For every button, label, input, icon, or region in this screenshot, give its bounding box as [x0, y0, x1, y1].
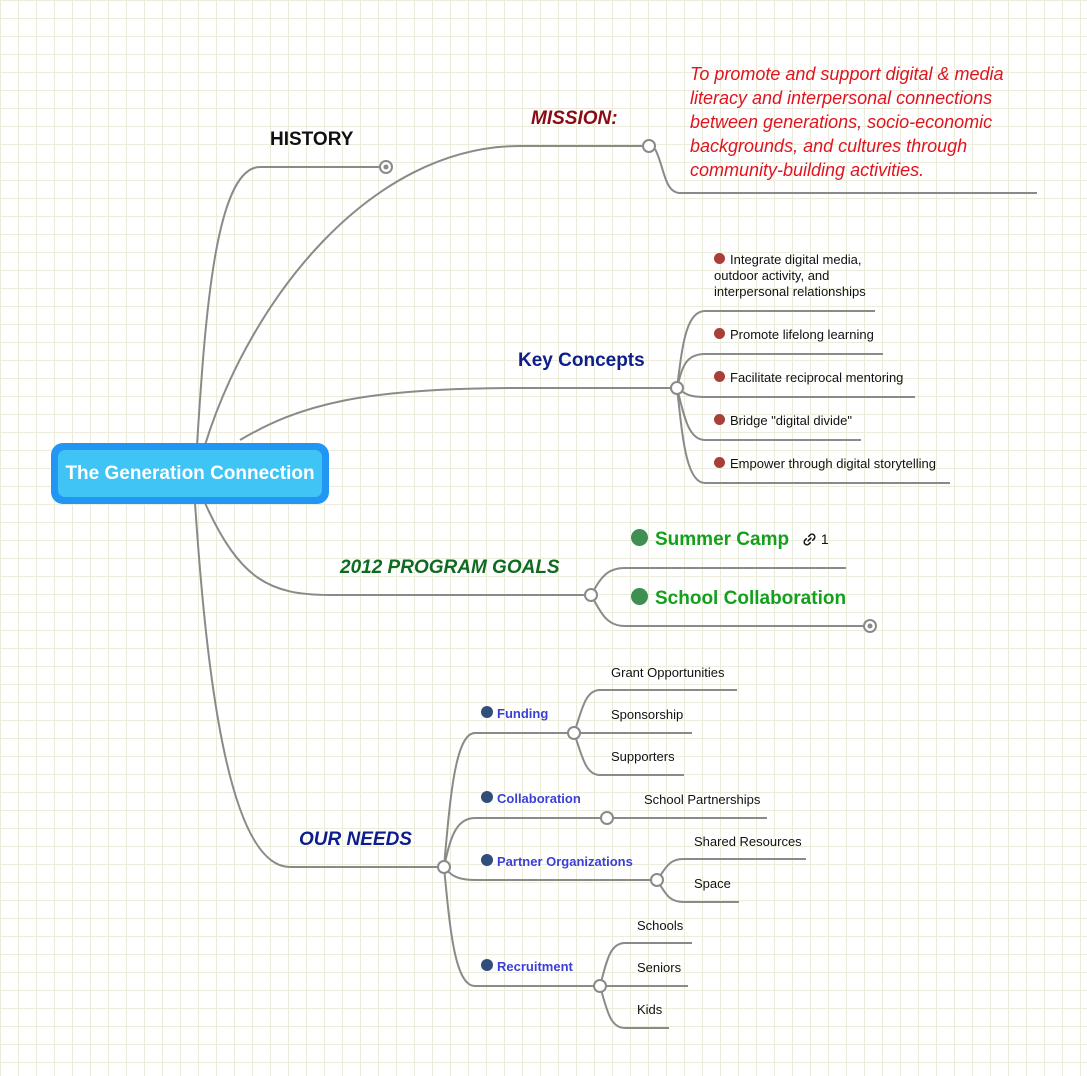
bullet-dot-icon — [481, 854, 493, 866]
leaf-space[interactable]: Space — [694, 876, 731, 891]
bullet-dot-icon — [714, 371, 725, 382]
leaf-schools[interactable]: Schools — [637, 918, 684, 933]
link-badge[interactable]: 1 — [802, 531, 829, 547]
link-count: 1 — [820, 531, 829, 547]
collapse-handle-collaboration — [600, 811, 614, 825]
connector-concept-5 — [676, 387, 950, 484]
connector-concept-4 — [676, 387, 861, 441]
need-recruitment[interactable]: Recruitment — [481, 959, 573, 974]
collapse-handle-mission — [642, 139, 656, 153]
connector-needs — [194, 502, 438, 868]
topic-our-needs[interactable]: OUR NEEDS — [299, 829, 412, 850]
topic-mission[interactable]: MISSION: — [531, 108, 618, 129]
collapse-handle-key-concepts — [670, 381, 684, 395]
connector-concept-1 — [676, 310, 875, 389]
connector-concept-3 — [676, 387, 915, 398]
goal-school-collaboration[interactable]: School Collaboration — [631, 588, 846, 610]
bullet-dot-icon — [631, 529, 648, 546]
link-icon — [803, 533, 816, 546]
leaf-supporters[interactable]: Supporters — [611, 749, 675, 764]
connector-recruitment-1 — [599, 942, 692, 987]
collapse-handle-funding — [567, 726, 581, 740]
connector-funding-3 — [573, 732, 684, 776]
bullet-dot-icon — [714, 457, 725, 468]
leaf-kids[interactable]: Kids — [637, 1002, 663, 1017]
concept-item[interactable]: Facilitate reciprocal mentoring — [714, 370, 903, 386]
bullet-dot-icon — [714, 328, 725, 339]
need-funding[interactable]: Funding — [481, 706, 548, 721]
goal-summer-camp[interactable]: Summer Camp — [631, 529, 789, 551]
collapse-handle-partners — [650, 873, 664, 887]
connector-mission-text — [654, 148, 1037, 194]
leaf-seniors[interactable]: Seniors — [637, 960, 682, 975]
bullet-dot-icon — [714, 414, 725, 425]
connector-funding — [443, 732, 568, 868]
collapse-handle-needs — [437, 860, 451, 874]
concept-item[interactable]: Bridge "digital divide" — [714, 413, 852, 429]
concept-item[interactable]: Integrate digital media, outdoor activit… — [714, 252, 866, 299]
leaf-school-partnerships[interactable]: School Partnerships — [644, 792, 761, 807]
leaf-sponsorship[interactable]: Sponsorship — [611, 707, 684, 722]
topic-history[interactable]: HISTORY — [270, 129, 354, 150]
connector-goals — [204, 502, 585, 596]
concept-item[interactable]: Promote lifelong learning — [714, 327, 874, 343]
central-topic-title: The Generation Connection — [58, 450, 322, 497]
need-partner-organizations[interactable]: Partner Organizations — [481, 854, 633, 869]
central-topic[interactable]: The Generation Connection — [51, 443, 329, 504]
need-collaboration[interactable]: Collaboration — [481, 791, 581, 806]
bullet-dot-icon — [714, 253, 725, 264]
leaf-grant-opportunities[interactable]: Grant Opportunities — [611, 665, 725, 680]
connector-collaboration — [443, 817, 601, 868]
connector-key-concepts — [239, 387, 672, 441]
connector-funding-1 — [573, 689, 737, 734]
concept-item[interactable]: Empower through digital storytelling — [714, 456, 936, 472]
bullet-dot-icon — [631, 588, 648, 605]
connector-recruitment-3 — [599, 985, 669, 1029]
collapse-handle-goals — [584, 588, 598, 602]
collapse-handle-recruitment — [593, 979, 607, 993]
bullet-dot-icon — [481, 959, 493, 971]
leaf-shared-resources[interactable]: Shared Resources — [694, 834, 802, 849]
connector-history — [196, 166, 380, 446]
bullet-dot-icon — [481, 706, 493, 718]
connector-mission — [204, 145, 643, 446]
topic-key-concepts[interactable]: Key Concepts — [518, 350, 645, 371]
connector-recruitment — [443, 866, 594, 987]
bullet-dot-icon — [481, 791, 493, 803]
topic-program-goals[interactable]: 2012 PROGRAM GOALS — [340, 557, 560, 578]
mission-statement[interactable]: To promote and support digital & media l… — [690, 64, 1004, 180]
connector-partners-1 — [656, 858, 806, 881]
